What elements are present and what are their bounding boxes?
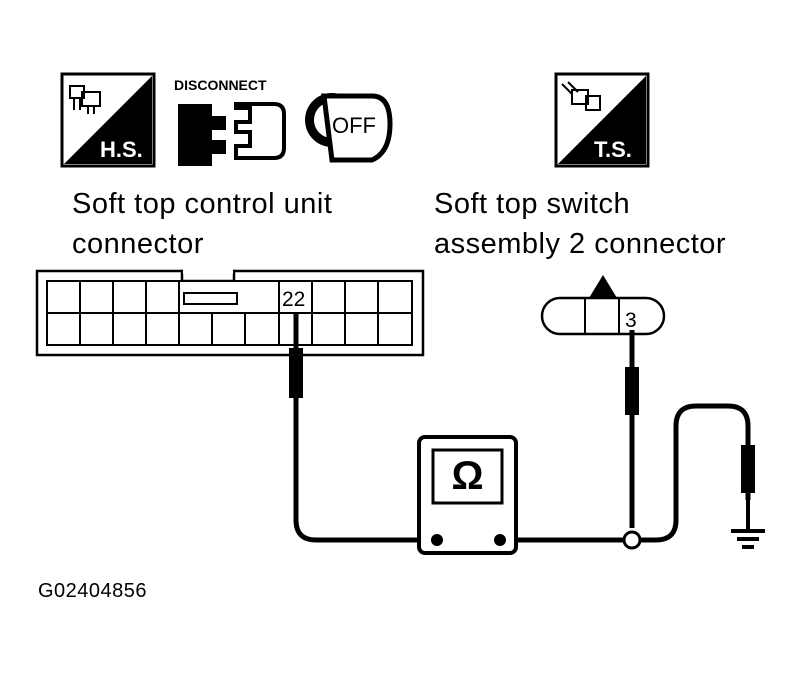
switch-pin-number: 3 bbox=[625, 309, 637, 332]
ohmmeter: Ω bbox=[417, 435, 518, 555]
switch-label-line2: assembly 2 connector bbox=[434, 228, 727, 260]
probe-tips bbox=[289, 348, 755, 493]
harness-side-text: H.S. bbox=[100, 137, 143, 162]
harness-side-icon: H.S. bbox=[60, 72, 156, 168]
ohm-symbol-icon: Ω bbox=[451, 454, 483, 498]
meter-terminal-right bbox=[494, 534, 506, 546]
disconnect-text: DISCONNECT bbox=[174, 77, 267, 93]
probe-wires bbox=[293, 313, 751, 543]
control-unit-pin-number: 22 bbox=[282, 288, 305, 311]
ignition-off-icon: OFF bbox=[305, 93, 393, 163]
terminal-side-text: T.S. bbox=[594, 137, 632, 162]
ignition-off-text: OFF bbox=[332, 113, 376, 138]
control-unit-connector: 22 bbox=[35, 268, 425, 357]
junction-point bbox=[622, 530, 642, 550]
terminal-side-icon: T.S. bbox=[554, 72, 650, 168]
figure-code: G02404856 bbox=[38, 580, 148, 602]
control-unit-label-line2: connector bbox=[72, 228, 204, 260]
disconnect-icon: DISCONNECT bbox=[174, 77, 286, 166]
ground-icon bbox=[731, 498, 765, 549]
switch-label-line1: Soft top switch bbox=[434, 188, 631, 220]
meter-terminal-left bbox=[431, 534, 443, 546]
switch-connector: 3 bbox=[540, 275, 666, 336]
control-unit-label-line1: Soft top control unit bbox=[72, 188, 333, 220]
